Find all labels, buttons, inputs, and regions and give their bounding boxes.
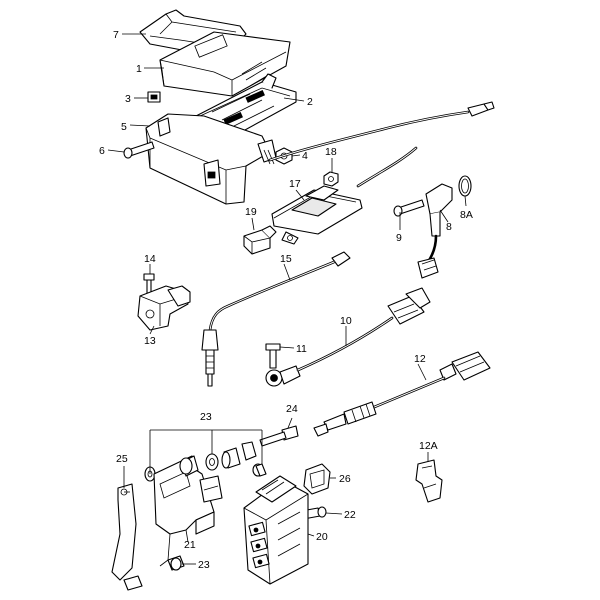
callout-11: 11 [296,343,307,355]
part-15-temp-sensor[interactable] [201,251,351,387]
callout-7: 7 [113,29,119,41]
callout-6: 6 [99,145,105,157]
part-17-sensor-module[interactable] [271,146,418,245]
callout-14: 14 [144,253,156,265]
callout-26: 26 [339,473,351,485]
callout-labels: 7 1 3 2 5 6 4 18 17 19 9 8 8A 14 15 13 1… [99,29,473,571]
part-12a-clip[interactable] [415,459,443,503]
part-23-spacers[interactable] [144,441,267,482]
part-1-control-unit[interactable] [159,31,291,97]
part-5-holder[interactable] [145,113,277,205]
leader-lines [107,33,467,565]
callout-19: 19 [245,206,257,218]
part-23-lower-screw[interactable] [167,555,185,571]
part-10-knock-sensor[interactable] [265,287,431,387]
callout-20: 20 [316,531,328,543]
part-lambda-sensor-top[interactable] [268,101,495,162]
part-20-control-box[interactable] [243,475,309,585]
part-12-lambda-sensor[interactable] [313,351,491,437]
callout-22: 22 [344,509,356,521]
callout-10: 10 [340,315,352,327]
part-18-nut[interactable] [323,171,339,187]
part-9-screw[interactable] [393,199,425,217]
part-11-bolt[interactable] [265,343,281,369]
callout-12a: 12A [419,440,438,452]
part-21-bracket[interactable] [153,455,223,567]
part-8a-o-ring[interactable] [458,175,472,197]
callout-15: 15 [280,253,292,265]
callout-8a: 8A [460,209,473,221]
part-3-clip[interactable] [147,91,161,103]
callout-9: 9 [396,232,402,244]
callout-1: 1 [136,63,142,75]
callout-23-bottom: 23 [198,559,210,571]
callout-4: 4 [302,150,308,162]
callout-8: 8 [446,221,452,233]
callout-21: 21 [184,539,196,551]
callout-5: 5 [121,121,127,133]
callout-12: 12 [414,353,426,365]
part-26-clip[interactable] [303,463,331,495]
callout-13: 13 [144,335,156,347]
part-24-bolt[interactable] [259,425,299,447]
callout-23-top: 23 [200,411,212,423]
callout-2: 2 [307,96,313,108]
part-13-sensor[interactable] [137,285,191,331]
part-25-bracket[interactable] [111,483,143,591]
callout-17: 17 [289,178,301,190]
part-6-screw[interactable] [123,141,155,159]
part-8-sensor[interactable] [417,183,453,279]
callout-3: 3 [125,93,131,105]
callout-24: 24 [286,403,298,415]
part-19-connector[interactable] [243,225,277,255]
callout-18: 18 [325,146,337,158]
callout-25: 25 [116,453,128,465]
